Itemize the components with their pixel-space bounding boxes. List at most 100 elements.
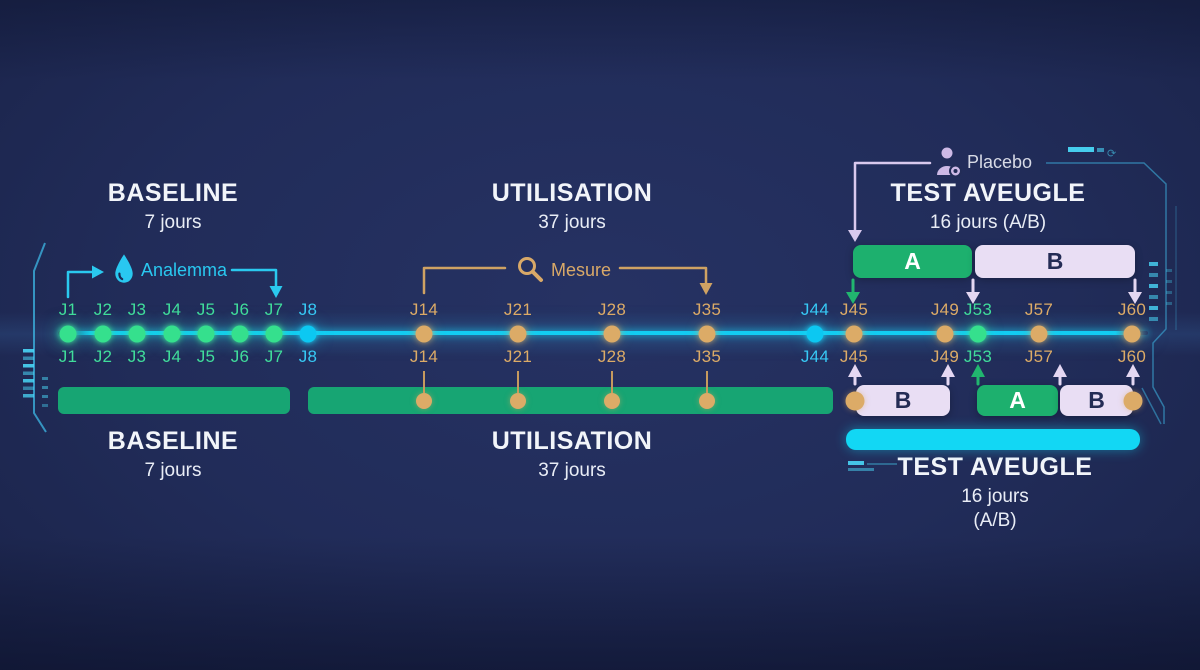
bar-tick-j35 <box>706 371 708 393</box>
day-label-below-j49: J49 <box>930 347 960 366</box>
mesure-label: Mesure <box>551 260 611 281</box>
day-label-above-j35: J35 <box>692 300 722 319</box>
segment-b2-bottom: B <box>1060 385 1133 416</box>
phase-header-test-aveugle: TEST AVEUGLE 16 jours (A/B) <box>818 179 1158 234</box>
bar-tick-j28 <box>611 371 613 393</box>
day-label-above-j7: J7 <box>264 300 284 319</box>
bar-dot-j14 <box>416 393 432 409</box>
phase-title: UTILISATION <box>491 427 653 455</box>
day-label-below-j5: J5 <box>196 347 216 366</box>
phase-subtitle: 7 jours <box>144 460 202 481</box>
segment-up-arrows <box>848 364 1140 386</box>
phase-subtitle: 37 jours <box>538 460 606 481</box>
day-dot-j14 <box>415 325 433 343</box>
day-label-above-j14: J14 <box>409 300 439 319</box>
phase-subtitle: 16 jours <box>961 486 1029 507</box>
day-label-below-j3: J3 <box>127 347 147 366</box>
utilisation-phase-bar <box>308 387 833 414</box>
segment-b1-label: B <box>894 387 912 413</box>
phase-footer-utilisation: UTILISATION 37 jours <box>422 427 722 482</box>
placebo-label-text: Placebo <box>967 152 1033 172</box>
phase-footer-test-aveugle: TEST AVEUGLE 16 jours (A/B) <box>845 453 1145 532</box>
phase-title: TEST AVEUGLE <box>897 453 1093 481</box>
day-label-above-j49: J49 <box>930 300 960 319</box>
test-aveugle-phase-bar <box>846 429 1140 450</box>
day-dot-j6 <box>231 325 249 343</box>
day-label-above-j2: J2 <box>93 300 113 319</box>
day-label-below-j44: J44 <box>800 347 830 366</box>
analemma-label-text: Analemma <box>141 260 228 280</box>
magnifier-icon <box>516 255 545 289</box>
day-label-below-j6: J6 <box>230 347 250 366</box>
bar-dot-j35 <box>699 393 715 409</box>
day-label-above-j4: J4 <box>162 300 182 319</box>
day-dot-j5 <box>197 325 215 343</box>
day-label-below-j57: J57 <box>1024 347 1054 366</box>
segment-b1-bottom: B <box>856 385 950 416</box>
day-dot-j8 <box>299 325 317 343</box>
day-label-below-j21: J21 <box>503 347 533 366</box>
day-dot-j45 <box>845 325 863 343</box>
segment-a-bottom-label: A <box>1009 387 1026 413</box>
day-dot-j49 <box>936 325 954 343</box>
day-label-below-j8: J8 <box>298 347 318 366</box>
day-dot-j21 <box>509 325 527 343</box>
segment-a-top: A <box>853 245 972 278</box>
baseline-phase-bar <box>58 387 290 414</box>
day-label-below-j4: J4 <box>162 347 182 366</box>
day-label-above-j60: J60 <box>1117 300 1147 319</box>
segment-b-label: B <box>1046 248 1064 274</box>
phase-subtitle-2: (A/B) <box>973 510 1017 531</box>
phase-title: TEST AVEUGLE <box>890 179 1086 207</box>
day-dot-j1 <box>59 325 77 343</box>
person-icon <box>936 146 964 184</box>
segment-b2-label: B <box>1088 387 1105 413</box>
day-label-below-j1: J1 <box>58 347 78 366</box>
day-label-above-j21: J21 <box>503 300 533 319</box>
day-label-above-j57: J57 <box>1024 300 1054 319</box>
day-dot-j2 <box>94 325 112 343</box>
segment-down-arrows <box>846 278 1142 304</box>
day-dot-j57 <box>1030 325 1048 343</box>
segment-endpoint-dot-j60 <box>1123 391 1143 411</box>
segment-endpoint-dot-j45 <box>845 391 865 411</box>
timeline-axis <box>58 331 1148 335</box>
day-dot-j53 <box>969 325 987 343</box>
phase-title: BASELINE <box>107 427 239 455</box>
segment-a-label: A <box>904 248 921 274</box>
phase-footer-baseline: BASELINE 7 jours <box>23 427 323 482</box>
day-label-above-j1: J1 <box>58 300 78 319</box>
placebo-label: Placebo <box>967 152 1032 173</box>
day-label-below-j35: J35 <box>692 347 722 366</box>
mesure-label-text: Mesure <box>551 260 612 280</box>
day-dot-j4 <box>163 325 181 343</box>
day-label-below-j2: J2 <box>93 347 113 366</box>
phase-subtitle: 16 jours (A/B) <box>929 212 1047 233</box>
refresh-icon: ⟳ <box>1107 148 1116 160</box>
day-label-below-j60: J60 <box>1117 347 1147 366</box>
day-label-above-j45: J45 <box>839 300 869 319</box>
day-label-below-j53: J53 <box>963 347 993 366</box>
day-label-below-j45: J45 <box>839 347 869 366</box>
day-label-above-j3: J3 <box>127 300 147 319</box>
day-label-above-j44: J44 <box>800 300 830 319</box>
segment-b-top: B <box>975 245 1135 278</box>
phase-title: BASELINE <box>107 179 239 207</box>
day-dot-j28 <box>603 325 621 343</box>
phase-subtitle: 7 jours <box>144 212 202 233</box>
day-dot-j44 <box>806 325 824 343</box>
day-dot-j7 <box>265 325 283 343</box>
day-label-below-j7: J7 <box>264 347 284 366</box>
bar-tick-j14 <box>423 371 425 393</box>
day-label-above-j5: J5 <box>196 300 216 319</box>
day-dot-j35 <box>698 325 716 343</box>
day-label-above-j6: J6 <box>230 300 250 319</box>
day-label-above-j53: J53 <box>963 300 993 319</box>
phase-title: UTILISATION <box>491 179 653 207</box>
day-dot-j3 <box>128 325 146 343</box>
bar-dot-j21 <box>510 393 526 409</box>
day-label-below-j14: J14 <box>409 347 439 366</box>
droplet-icon <box>113 253 135 290</box>
day-label-below-j28: J28 <box>597 347 627 366</box>
